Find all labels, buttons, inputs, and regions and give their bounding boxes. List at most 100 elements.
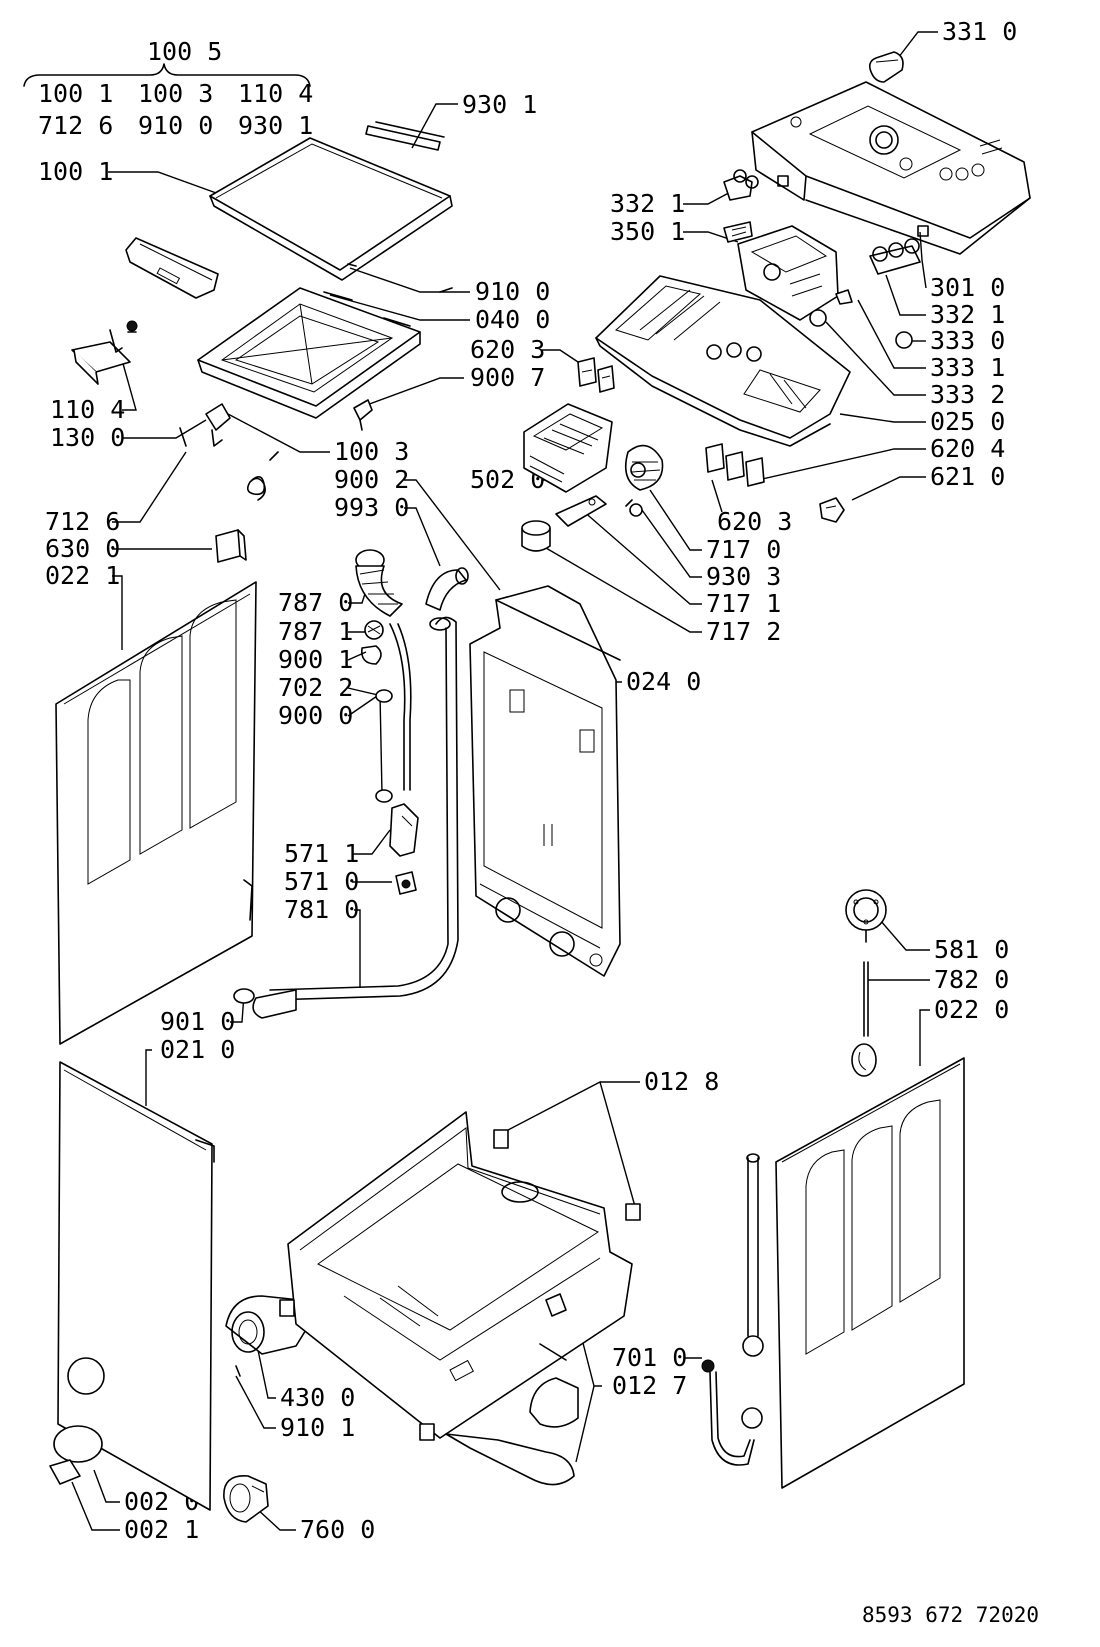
header-row1-item-1: 100 1: [38, 79, 113, 108]
leader-c-3310: [894, 31, 938, 63]
callout-c-7870: 787 0: [278, 588, 353, 617]
part-knob-cap: [895, 331, 913, 349]
leader-c-9301-top: [411, 103, 458, 149]
callout-c-7820: 782 0: [934, 965, 1009, 994]
callout-c-6203-a: 620 3: [470, 335, 545, 364]
leader-c-1001: [108, 171, 231, 199]
part-torsion-spring: [625, 499, 643, 517]
callout-c-6210: 621 0: [930, 462, 1005, 491]
leader-c-0220: [919, 1009, 930, 1066]
callout-c-0210: 021 0: [160, 1035, 235, 1064]
callout-c-1300: 130 0: [50, 423, 125, 452]
header-row2-item-2: 910 0: [138, 111, 213, 140]
callout-c-9930: 993 0: [334, 493, 409, 522]
part-pressure-switch: [389, 803, 419, 857]
callout-c-3321-b: 332 1: [930, 300, 1005, 329]
callout-c-3332: 333 2: [930, 380, 1005, 409]
callout-c-5810: 581 0: [934, 935, 1009, 964]
leader-c-9007: [363, 377, 464, 407]
callout-c-1104: 110 4: [50, 395, 125, 424]
part-indicator-plate: [723, 221, 753, 243]
callout-c-5710: 571 0: [284, 867, 359, 896]
part-motor-pulley: [845, 889, 887, 943]
leader-c-0210: [145, 1049, 152, 1106]
part-air-tube: [389, 623, 412, 791]
leader-c-7810: [354, 909, 361, 988]
part-control-panel: [751, 81, 1031, 255]
leader-c-0221: [112, 575, 123, 650]
callout-c-0250: 025 0: [930, 407, 1005, 436]
callout-c-9303: 930 3: [706, 562, 781, 591]
leader-c-0400: [329, 294, 470, 321]
part-bend-hose: [425, 567, 469, 611]
part-hinge-left: [71, 329, 131, 385]
part-hose-clamp: [360, 645, 382, 665]
leader-c-9930: [404, 507, 441, 567]
part-inlet-hose: [701, 1359, 763, 1466]
leader-c-7600: [255, 1507, 296, 1531]
part-lamp-holder: [835, 289, 853, 305]
leader-c-9303: [641, 509, 702, 578]
leader-c-7170: [649, 489, 702, 551]
leader-c-6203-a: [542, 349, 579, 363]
leader-c-9100: [349, 267, 470, 293]
callout-c-7010: 701 0: [612, 1343, 687, 1372]
leader-c-5711: [352, 829, 391, 855]
leader-c-1104: [121, 359, 137, 411]
part-pump-filter: [223, 1475, 269, 1523]
callout-c-7172: 717 2: [706, 617, 781, 646]
leader-c-7126: [112, 451, 187, 523]
callout-c-0021: 002 1: [124, 1515, 199, 1544]
callout-c-9000: 900 0: [278, 701, 353, 730]
leader-c-3010: [919, 231, 927, 289]
leader-c-3332: [825, 321, 926, 396]
callout-c-6203-b: 620 3: [717, 507, 792, 536]
leader-c-3331: [857, 299, 926, 369]
part-detergent-dispenser: [595, 275, 851, 447]
part-plugs: [375, 689, 393, 803]
part-base-frame: [287, 1111, 633, 1439]
header-group-label: 100 5: [147, 37, 222, 66]
callout-c-9002: 900 2: [334, 465, 409, 494]
header-row1-item-2: 100 3: [138, 79, 213, 108]
part-hose-cap: [233, 988, 255, 1004]
callout-c-7126: 712 6: [45, 507, 120, 536]
callout-c-3501: 350 1: [610, 217, 685, 246]
leader-c-9101: [235, 1375, 276, 1429]
callout-c-7871: 787 1: [278, 617, 353, 646]
part-lock-switch: [179, 403, 231, 447]
part-drain-hose: [252, 616, 459, 1019]
part-float-cup: [521, 520, 551, 552]
callout-c-3321-a: 332 1: [610, 189, 685, 218]
part-side-panel-left: [55, 581, 257, 1045]
leader-c-0021: [71, 1481, 120, 1531]
leader-c-6204: [757, 448, 926, 481]
part-connectors-bottom: [705, 443, 765, 487]
part-rod: [851, 961, 877, 1077]
leader-c-1300: [122, 419, 207, 439]
callout-c-3010: 301 0: [930, 273, 1005, 302]
part-lid: [209, 137, 453, 281]
callout-c-9001: 900 1: [278, 645, 353, 674]
part-selector-knob: [868, 51, 904, 83]
callout-c-0221: 022 1: [45, 561, 120, 590]
callout-c-6204: 620 4: [930, 434, 1005, 463]
header-brace: [23, 63, 311, 87]
part-lever-arm: [555, 495, 607, 527]
callout-c-0220: 022 0: [934, 995, 1009, 1024]
callout-c-0128: 012 8: [644, 1067, 719, 1096]
part-feet: [279, 1129, 641, 1441]
callout-c-4300: 430 0: [280, 1383, 355, 1412]
callout-c-0400: 040 0: [475, 305, 550, 334]
part-pressure-valve: [395, 871, 417, 895]
callout-c-9010: 901 0: [160, 1007, 235, 1036]
leader-c-9002: [404, 479, 501, 591]
leader-c-7171: [581, 509, 702, 605]
part-small-screw: [126, 320, 138, 333]
callout-c-7171: 717 1: [706, 589, 781, 618]
callout-c-3331: 333 1: [930, 353, 1005, 382]
part-electronic-board: [523, 403, 613, 493]
leader-c-7172: [545, 547, 702, 633]
header-row2-item-3: 930 1: [238, 111, 313, 140]
